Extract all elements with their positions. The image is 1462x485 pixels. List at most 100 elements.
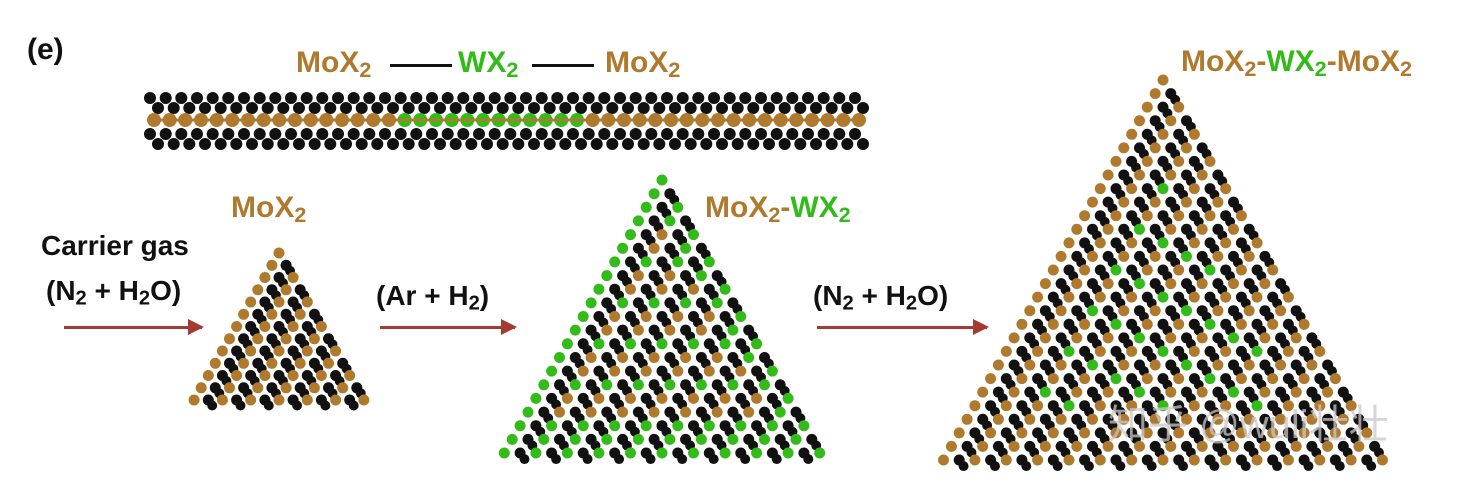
chalcogen-atom (379, 92, 391, 104)
chalcogen-atom (441, 128, 454, 140)
chalcogen-atom (770, 92, 783, 104)
chalcogen-atom (708, 92, 720, 104)
metal-atom (727, 433, 739, 445)
chalcogen-atom (841, 102, 854, 114)
metal-atom (593, 447, 605, 459)
metal-atom (1118, 142, 1130, 154)
metal-atom (656, 392, 668, 404)
chalcogen-atom (324, 138, 337, 150)
metal-atom (1110, 264, 1122, 276)
chalcogen-atom (277, 138, 290, 150)
chalcogen-atom (582, 92, 595, 104)
metal-atom (1008, 332, 1020, 344)
chalcogen-atom (629, 92, 642, 104)
metal-atom (1149, 413, 1161, 425)
chalcogen-atom (434, 102, 446, 114)
chalcogen-atom (332, 92, 344, 104)
chalcogen-atom (347, 92, 360, 104)
metal-atom (1204, 210, 1216, 222)
metal-atom (711, 352, 723, 363)
metal-atom (1032, 345, 1044, 357)
metal-atom (308, 333, 320, 345)
metal-atom (1235, 373, 1247, 385)
metal-atom (751, 447, 763, 459)
metal-atom (1032, 400, 1044, 412)
metal-atom (1235, 264, 1247, 276)
metal-atom (743, 352, 755, 363)
chalcogen-atom (802, 128, 814, 140)
chalcogen-atom (449, 138, 462, 150)
chalcogen-atom (676, 92, 689, 104)
metal-atom (632, 379, 644, 391)
chalcogen-atom (629, 128, 642, 140)
metal-atom (656, 229, 668, 241)
metal-atom (782, 392, 794, 404)
chalcogen-atom (207, 400, 218, 411)
stage1-label: MoX2 (231, 191, 307, 227)
metal-atom (1118, 196, 1130, 208)
metal-atom (1298, 373, 1310, 385)
chalcogen-atom (1209, 461, 1220, 472)
chalcogen-atom (441, 92, 454, 104)
metal-atom (1157, 345, 1169, 357)
metal-atom (977, 386, 989, 398)
chalcogen-atom (606, 102, 619, 114)
chalcogen-atom (567, 92, 579, 104)
chalcogen-atom (253, 92, 266, 104)
metal-atom (231, 321, 243, 332)
metal-atom (577, 311, 589, 322)
metal-atom (1110, 427, 1122, 439)
chalcogen-atom (504, 128, 517, 140)
chalcogen-atom (512, 102, 525, 114)
metal-atom (766, 365, 778, 377)
metal-atom (1377, 454, 1388, 466)
chalcogen-atom (371, 102, 384, 114)
metal-atom (672, 201, 684, 213)
chalcogen-atom (199, 102, 211, 114)
metal-atom (1188, 291, 1200, 303)
metal-atom (1087, 196, 1098, 208)
metal-atom (1212, 250, 1224, 262)
chalcogen-atom (567, 128, 579, 140)
chalcogen-atom (1240, 461, 1251, 472)
metal-atom (1063, 237, 1075, 249)
chalcogen-atom (488, 128, 501, 140)
chalcogen-atom (167, 138, 180, 150)
chalcogen-atom (230, 138, 243, 150)
metal-atom (1322, 440, 1334, 452)
chalcogen-atom (803, 454, 814, 465)
metal-atom (766, 420, 778, 432)
metal-atom (617, 242, 629, 254)
metal-atom (1306, 413, 1318, 425)
metal-atom (664, 379, 676, 391)
metal-atom (1165, 223, 1177, 235)
metal-atom (1110, 155, 1122, 167)
metal-atom (280, 382, 292, 394)
chalcogen-atom (340, 138, 352, 150)
metal-atom (625, 229, 636, 241)
metal-atom (1282, 345, 1294, 357)
metal-atom (1251, 345, 1263, 357)
chalcogen-atom (786, 92, 799, 104)
chalcogen-atom (606, 138, 619, 150)
chalcogen-atom (590, 138, 603, 150)
chalcogen-atom (394, 128, 407, 140)
chalcogen-atom (402, 102, 415, 114)
metal-atom (1337, 413, 1349, 425)
metal-atom (308, 382, 320, 394)
metal-atom (1047, 427, 1059, 439)
metal-atom (530, 392, 542, 404)
chalcogen-atom (363, 92, 376, 104)
chalcogen-atom (348, 400, 359, 411)
heterostructure-side-view (144, 92, 869, 150)
metal-atom (625, 283, 636, 295)
metal-atom (1243, 359, 1255, 371)
chalcogen-atom (677, 454, 688, 465)
metal-atom (1267, 427, 1279, 439)
metal-atom (1134, 223, 1145, 235)
chalcogen-atom (739, 92, 752, 104)
metal-atom (546, 365, 558, 377)
mox2-wx2-mox2-triangle (938, 74, 1388, 472)
chalcogen-atom (434, 138, 446, 150)
metal-atom (238, 357, 250, 369)
